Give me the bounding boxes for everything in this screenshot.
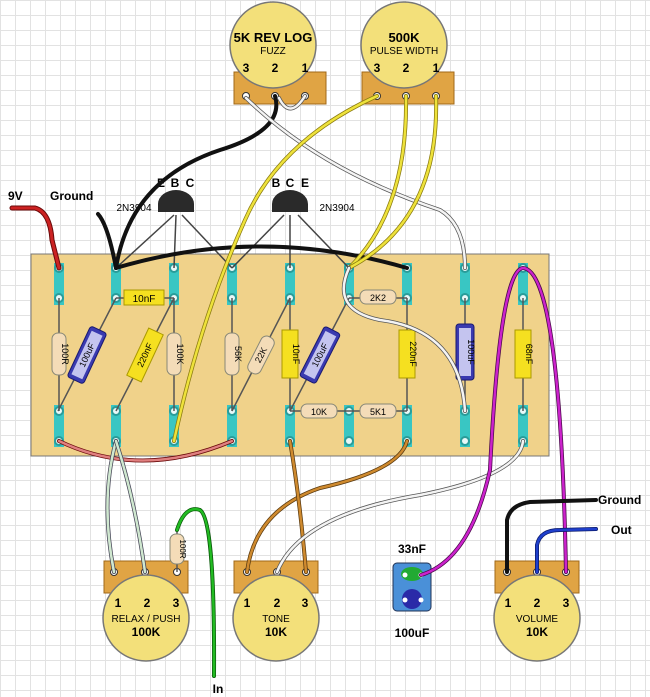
resistor-2k2: 2K2 — [359, 289, 397, 305]
wire-tone-orange — [245, 439, 409, 574]
capacitor-220nf-b: 220nF — [398, 329, 418, 379]
pot-tone: 1 2 3 TONE 10K — [232, 560, 320, 662]
svg-text:1: 1 — [115, 596, 122, 610]
svg-text:C: C — [286, 176, 295, 190]
svg-text:1: 1 — [505, 596, 512, 610]
svg-text:2: 2 — [534, 596, 541, 610]
electrolytic-100uf-a: 100uF — [67, 326, 107, 384]
resistor-56k: 56K — [224, 332, 243, 376]
pot-volume: 1 2 3 VOLUME 10K — [493, 560, 581, 662]
resistor-5k1: 5K1 — [359, 403, 397, 419]
svg-text:2K2: 2K2 — [370, 293, 386, 303]
svg-text:3: 3 — [563, 596, 570, 610]
svg-text:10K: 10K — [311, 407, 327, 417]
svg-text:220nF: 220nF — [408, 341, 418, 367]
wire-ground-black — [96, 212, 118, 270]
svg-text:C: C — [186, 176, 195, 190]
svg-text:1: 1 — [302, 61, 309, 75]
svg-text:VOLUME: VOLUME — [516, 614, 559, 625]
svg-text:TONE: TONE — [262, 614, 290, 625]
label-ground-left: Ground — [50, 189, 93, 203]
label-9v: 9V — [8, 189, 23, 203]
svg-text:3: 3 — [302, 596, 309, 610]
electrolytic-100uf-c: 100uF — [455, 323, 476, 381]
resistor-22k: 22K — [247, 335, 275, 375]
svg-text:5K REV LOG: 5K REV LOG — [234, 30, 313, 45]
wire-ground-right — [505, 498, 598, 574]
pot-pulse-width: 500K PULSE WIDTH 3 2 1 — [360, 1, 455, 105]
svg-text:100uF: 100uF — [466, 339, 476, 365]
capacitor-220nf-a: 220nF — [126, 327, 164, 383]
capacitor-10nf-top: 10nF — [123, 289, 165, 306]
resistor-100k: 100K — [166, 332, 185, 376]
svg-text:68nF: 68nF — [524, 344, 534, 365]
transistor-q2: B C E 2N3904 — [231, 176, 355, 269]
svg-text:2N3904: 2N3904 — [116, 203, 151, 214]
resistor-10k: 10K — [300, 403, 338, 419]
electrolytic-100uf-b: 100uF — [299, 326, 341, 384]
svg-text:100K: 100K — [132, 625, 161, 639]
pot-fuzz: 5K REV LOG FUZZ 3 2 1 — [229, 1, 327, 105]
capacitor-68nf: 68nF — [514, 329, 534, 379]
svg-text:5K1: 5K1 — [370, 407, 386, 417]
svg-text:2: 2 — [274, 596, 281, 610]
svg-text:3: 3 — [173, 596, 180, 610]
svg-text:3: 3 — [374, 61, 381, 75]
svg-text:100K: 100K — [175, 343, 185, 364]
svg-text:100R: 100R — [60, 343, 70, 365]
svg-text:10nF: 10nF — [133, 294, 156, 305]
svg-text:33nF: 33nF — [398, 542, 426, 556]
pot-relax-push: 1 2 3 RELAX / PUSH 100K — [102, 560, 190, 662]
svg-text:1: 1 — [433, 61, 440, 75]
wire-ground-bus — [114, 244, 409, 270]
svg-text:56K: 56K — [233, 346, 243, 362]
svg-text:10K: 10K — [265, 625, 287, 639]
svg-text:1: 1 — [244, 596, 251, 610]
resistor-100r: 100R — [51, 332, 70, 376]
svg-text:FUZZ: FUZZ — [260, 46, 286, 57]
copper-strips — [54, 263, 528, 447]
svg-text:PULSE WIDTH: PULSE WIDTH — [370, 46, 438, 57]
svg-text:2: 2 — [272, 61, 279, 75]
svg-text:2: 2 — [144, 596, 151, 610]
capacitor-10nf-b: 10nF — [281, 329, 301, 379]
resistor-100r-relax: 100R — [169, 530, 187, 572]
svg-text:100uF: 100uF — [395, 626, 430, 640]
svg-text:10K: 10K — [526, 625, 548, 639]
offboard-capacitors: 33nF 100uF — [392, 542, 432, 640]
svg-text:2: 2 — [403, 61, 410, 75]
svg-text:500K: 500K — [388, 30, 420, 45]
label-in: In — [213, 682, 224, 696]
svg-text:RELAX / PUSH: RELAX / PUSH — [112, 614, 181, 625]
svg-text:B: B — [272, 176, 281, 190]
svg-text:100R: 100R — [178, 539, 187, 558]
label-out: Out — [611, 523, 632, 537]
wire-fuzz-pin2 — [114, 94, 279, 270]
label-ground-right: Ground — [598, 493, 641, 507]
svg-text:3: 3 — [243, 61, 250, 75]
svg-text:10nF: 10nF — [291, 344, 301, 365]
svg-text:E: E — [301, 176, 309, 190]
svg-text:2N3904: 2N3904 — [319, 203, 354, 214]
svg-text:B: B — [171, 176, 180, 190]
